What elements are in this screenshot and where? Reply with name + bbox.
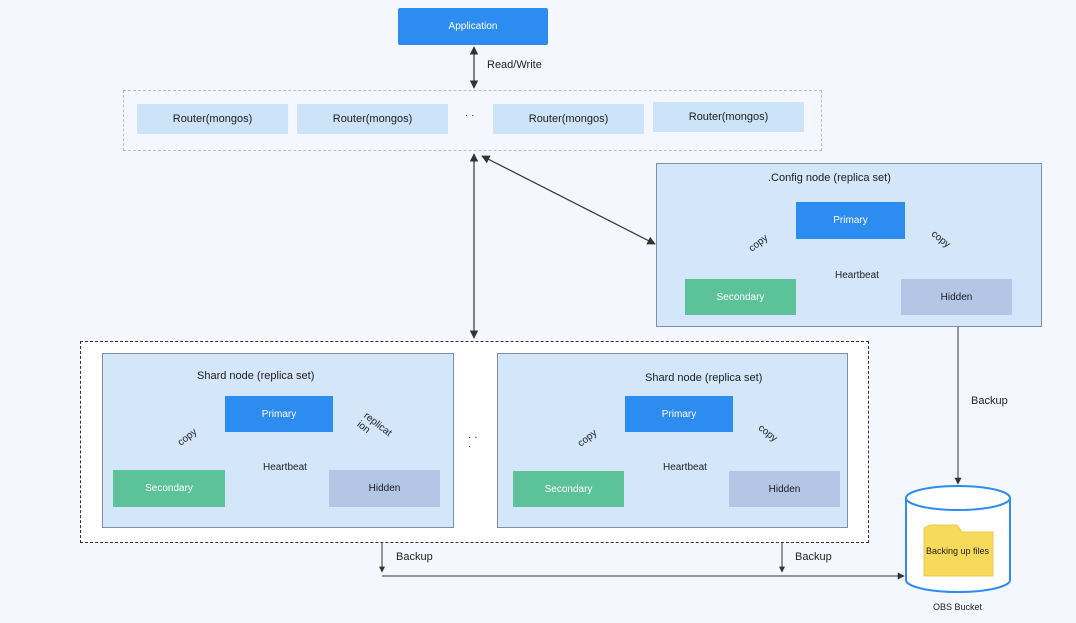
read-write-label: Read/Write [487,59,542,71]
shard2-heartbeat-label: Heartbeat [663,462,707,473]
shard1-heartbeat-label: Heartbeat [263,462,307,473]
shard2-backup-label: Backup [795,551,832,563]
backing-up-files-label: Backing up files [926,546,990,556]
config-secondary-node[interactable]: Secondary [685,279,796,315]
shard2-secondary-node[interactable]: Secondary [513,471,624,507]
router-node-3[interactable]: Router(mongos) [493,104,644,134]
shard1-secondary-node[interactable]: Secondary [113,470,225,507]
config-heartbeat-label: Heartbeat [835,270,879,281]
shard2-primary-node[interactable]: Primary [625,396,733,432]
shard2-hidden-node[interactable]: Hidden [729,471,840,507]
router-node-4[interactable]: Router(mongos) [653,102,804,132]
obs-bucket-icon [905,485,1011,593]
router-node-2[interactable]: Router(mongos) [297,104,448,134]
router-ellipsis: · · [465,110,475,121]
obs-bucket-label: OBS Bucket [933,602,983,612]
shard1-primary-node[interactable]: Primary [225,396,333,432]
shard-node-title-1: Shard node (replica set) [197,370,315,382]
config-backup-label: Backup [971,395,1008,407]
router-node-1[interactable]: Router(mongos) [137,104,288,134]
router-config-arrow [481,155,656,245]
shard1-backup-label: Backup [396,551,433,563]
shard-node-title-2: Shard node (replica set) [645,372,763,384]
application-node[interactable]: Application [398,8,548,45]
shard-ellipsis: · · · [468,432,478,452]
config-hidden-node[interactable]: Hidden [901,279,1012,315]
config-primary-node[interactable]: Primary [796,202,905,239]
shard1-hidden-node[interactable]: Hidden [329,470,440,507]
config-node-title: .Config node (replica set) [768,172,891,184]
